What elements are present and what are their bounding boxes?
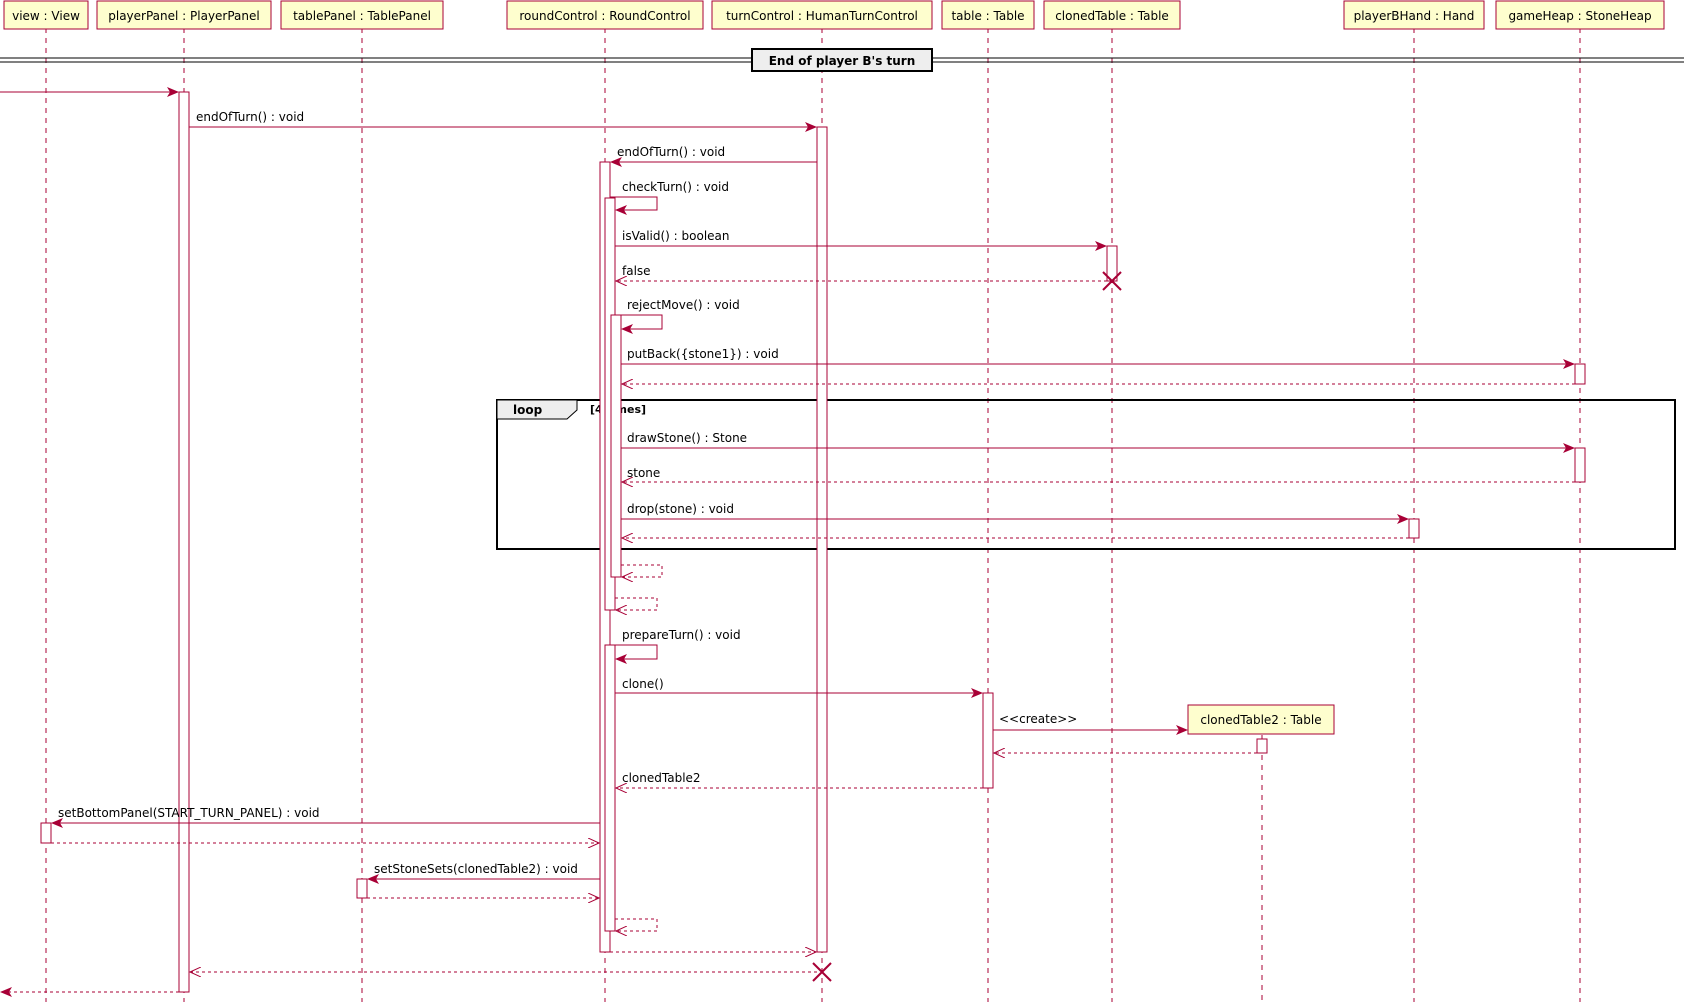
participant-roundControl: roundControl : RoundControl [506, 0, 704, 30]
activation-bar [178, 91, 190, 993]
message-label: endOfTurn() : void [196, 110, 304, 124]
activation-bar [816, 126, 828, 953]
activation-bar [982, 692, 994, 789]
message-label: setStoneSets(clonedTable2) : void [374, 862, 578, 876]
destroy-markers [812, 271, 1122, 982]
divider-label: End of player B's turn [769, 54, 916, 68]
participant-table: table : Table [941, 0, 1035, 30]
activation-bar [604, 644, 616, 932]
activation-bar [1106, 245, 1118, 282]
message-label: endOfTurn() : void [617, 145, 725, 159]
self-message-arrow [615, 314, 663, 334]
self-return-arrow [615, 597, 658, 610]
destroy-marker-clonedTable [1102, 271, 1122, 291]
message-label: isValid() : boolean [622, 229, 730, 243]
participant-label: view : View [12, 9, 80, 23]
message-label: prepareTurn() : void [622, 628, 741, 642]
activation-bar [610, 314, 622, 578]
participant-clonedTable2: clonedTable2 : Table [1187, 704, 1335, 735]
participant-turnControl: turnControl : HumanTurnControl [711, 0, 933, 30]
self-return-arrow [615, 918, 658, 931]
participant-label: clonedTable2 : Table [1200, 713, 1321, 727]
self-message-arrow [610, 196, 658, 215]
participant-label: playerPanel : PlayerPanel [108, 9, 259, 23]
destroy-marker-turnControl [812, 962, 832, 982]
participant-view: view : View [3, 0, 89, 30]
message-label: rejectMove() : void [627, 298, 740, 312]
divider: End of player B's turn [0, 48, 1684, 72]
message-label: clonedTable2 [622, 771, 701, 785]
message-label: checkTurn() : void [622, 180, 729, 194]
participant-playerPanel: playerPanel : PlayerPanel [96, 0, 272, 30]
participant-clonedTable: clonedTable : Table [1043, 0, 1181, 30]
participant-label: roundControl : RoundControl [519, 9, 690, 23]
message-label: setBottomPanel(START_TURN_PANEL) : void [58, 806, 320, 820]
message-label: false [622, 264, 651, 278]
self-return-arrow [621, 564, 663, 577]
message-label: drop(stone) : void [627, 502, 734, 516]
participant-gameHeap: gameHeap : StoneHeap [1495, 0, 1665, 30]
message-label: <<create>> [999, 712, 1077, 726]
activation-bar [1574, 363, 1586, 385]
message-label: drawStone() : Stone [627, 431, 747, 445]
activation-bar [40, 822, 52, 844]
message-label: clone() [622, 677, 664, 691]
activation-bars [40, 91, 1586, 993]
message-label: putBack({stone1}) : void [627, 347, 779, 361]
participant-label: table : Table [951, 9, 1024, 23]
message-labels: endOfTurn() : void endOfTurn() : void ch… [58, 110, 1077, 876]
activation-bar [356, 878, 368, 899]
participant-tablePanel: tablePanel : TablePanel [280, 0, 444, 30]
participants: view : View playerPanel : PlayerPanel ta… [3, 0, 1665, 30]
participant-playerBHand: playerBHand : Hand [1343, 0, 1485, 30]
activation-bar [1574, 447, 1586, 483]
participant-label: clonedTable : Table [1055, 9, 1169, 23]
message-label: stone [627, 466, 660, 480]
activation-bar [1408, 518, 1420, 539]
participant-label: tablePanel : TablePanel [293, 9, 431, 23]
messages [0, 87, 1575, 997]
participant-label: turnControl : HumanTurnControl [726, 9, 918, 23]
participant-label: playerBHand : Hand [1354, 9, 1475, 23]
loop-fragment: loop [4 times] [496, 399, 1676, 550]
participant-label: gameHeap : StoneHeap [1508, 9, 1651, 23]
loop-keyword: loop [513, 403, 543, 417]
self-message-arrow [610, 644, 658, 664]
activation-bar [1256, 738, 1268, 754]
lifelines [45, 28, 1581, 1002]
